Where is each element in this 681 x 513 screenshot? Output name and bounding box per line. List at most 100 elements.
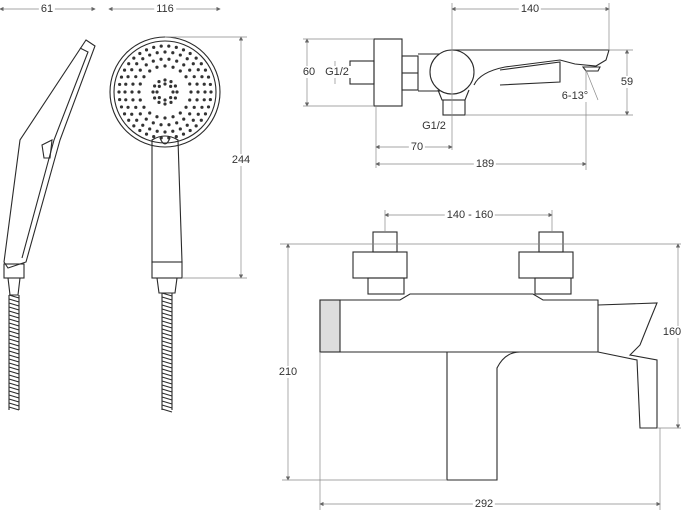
hose-coil xyxy=(161,340,173,345)
hose-coil xyxy=(8,378,20,383)
nozzle-dot xyxy=(148,53,152,57)
hose-coil xyxy=(161,384,173,389)
hose-coil xyxy=(8,338,20,343)
hose-coil xyxy=(161,404,173,409)
spout-height-label: 59 xyxy=(618,76,636,88)
nozzle-dot xyxy=(131,98,135,102)
nozzle-dot xyxy=(122,112,127,116)
nozzle-dot xyxy=(203,90,207,94)
hose-coil xyxy=(8,386,20,391)
nozzle-dot xyxy=(178,111,182,115)
nozzle-dot xyxy=(178,53,182,57)
nozzle-dot xyxy=(138,68,142,72)
nozzle-dot xyxy=(189,90,193,94)
nozzle-dot xyxy=(181,48,186,52)
inlet-thread-label: G1/2 xyxy=(323,66,351,78)
nozzle-dot xyxy=(134,105,138,109)
hose-coil xyxy=(8,326,20,331)
hose-coil xyxy=(161,296,173,301)
hose-coil xyxy=(8,398,20,403)
hose-coil xyxy=(8,342,20,347)
nozzle-dot xyxy=(163,116,167,120)
nozzle-dot xyxy=(202,98,206,102)
nozzle-dot xyxy=(178,69,182,73)
handshower-front-view xyxy=(109,36,221,413)
handshower-side-view xyxy=(3,39,96,411)
nozzle-dot xyxy=(178,127,182,131)
nozzle-dot xyxy=(188,98,192,102)
nozzle-dot xyxy=(131,82,135,86)
nozzle-dot xyxy=(188,82,192,86)
nozzle-dot xyxy=(206,75,211,79)
nozzle-dot xyxy=(157,96,161,100)
nozzle-dot xyxy=(194,124,198,128)
nozzle-dot xyxy=(195,98,199,102)
nozzle-dot xyxy=(141,123,145,127)
front-height-right-label: 160 xyxy=(660,326,681,338)
nozzle-dot xyxy=(122,68,127,72)
nozzle-dot xyxy=(163,130,167,134)
nozzle-dot xyxy=(194,56,198,60)
hose-coil xyxy=(8,402,20,407)
nozzle-dot xyxy=(138,98,142,102)
hose-coil xyxy=(8,302,20,307)
nozzle-dot xyxy=(157,100,161,104)
outlet-thread-label: G1/2 xyxy=(420,120,448,132)
hose-coil xyxy=(8,362,20,367)
nozzle-dot xyxy=(169,100,173,104)
nozzle-dot xyxy=(138,82,142,86)
hose-coil xyxy=(161,408,173,413)
hose-coil xyxy=(161,304,173,309)
nozzle-dot xyxy=(181,132,186,136)
nozzle-dot xyxy=(208,97,212,102)
handshower-length-label: 244 xyxy=(229,154,253,166)
hose-coil xyxy=(8,322,20,327)
nozzle-dot xyxy=(119,75,124,79)
nozzle-dot xyxy=(126,75,130,79)
hose-coil xyxy=(8,366,20,371)
nozzle-dot xyxy=(202,82,206,86)
hose-coil xyxy=(161,396,173,401)
hose-coil xyxy=(161,368,173,373)
nozzle-dot xyxy=(184,105,188,109)
nozzle-dot xyxy=(191,62,195,66)
nozzle-dot xyxy=(118,97,122,102)
nozzle-dot xyxy=(169,84,173,88)
nozzle-dot xyxy=(188,112,192,116)
nozzle-dot xyxy=(127,118,131,122)
nozzle-dot xyxy=(169,96,173,100)
nozzle-dot xyxy=(200,75,204,79)
hose-coil xyxy=(8,370,20,375)
handshower-width-label: 61 xyxy=(38,3,56,15)
nozzle-dot xyxy=(175,90,179,94)
nozzle-dot xyxy=(142,75,146,79)
hose-coil xyxy=(161,300,173,305)
hose-coil xyxy=(161,364,173,369)
nozzle-dot xyxy=(203,112,208,116)
hose-coil xyxy=(161,312,173,317)
nozzle-dot xyxy=(171,115,175,119)
nozzle-dot xyxy=(163,64,167,68)
nozzle-dot xyxy=(200,105,204,109)
nozzle-dot xyxy=(188,128,192,133)
nozzle-dot xyxy=(163,78,167,82)
wall-block-label: 60 xyxy=(300,66,318,78)
nozzle-dot xyxy=(185,123,189,127)
hose-coil xyxy=(161,316,173,321)
spout-length-label: 140 xyxy=(518,3,542,15)
nozzle-dot xyxy=(138,51,142,56)
nozzle-dot xyxy=(175,121,179,125)
hose-coil xyxy=(161,332,173,337)
nozzle-dot xyxy=(152,134,156,139)
nozzle-dot xyxy=(132,56,136,60)
hose-coil xyxy=(8,390,20,395)
nozzle-dot xyxy=(191,118,195,122)
nozzle-dot xyxy=(151,90,155,94)
nozzle-dot xyxy=(199,62,203,66)
spout-side-view xyxy=(349,38,610,116)
hose-coil xyxy=(8,310,20,315)
nozzle-dot xyxy=(174,45,178,50)
hose-coil xyxy=(161,388,173,393)
nozzle-dot xyxy=(169,80,173,84)
